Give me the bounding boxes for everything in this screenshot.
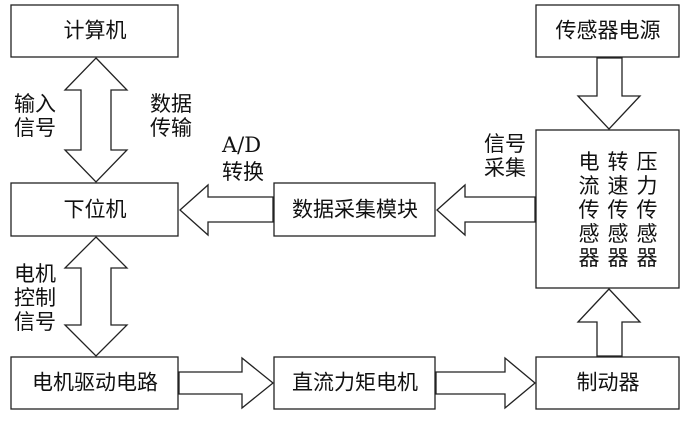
acquisition-module-box: [273, 182, 436, 237]
ad-label-line2: 转换: [222, 160, 264, 184]
acquisition-module-label: 数据采集模块: [292, 197, 418, 222]
motor-to-brake-arrow: [435, 356, 537, 410]
data-transfer-label: 数据 传输: [150, 92, 192, 140]
data-transfer-arrow: [63, 57, 129, 183]
ad-label-line1: A/D: [222, 133, 262, 157]
brake-to-sensors-arrow: [576, 288, 642, 357]
current-sensor-label: 电流传感器: [578, 150, 600, 270]
driver-to-motor-arrow: [178, 356, 275, 410]
computer-label: 计算机: [63, 18, 127, 43]
lower-machine-label: 下位机: [63, 197, 127, 222]
pressure-sensor-label: 压力传感器: [636, 150, 658, 270]
input-signal-label: 输入 信号: [14, 92, 56, 140]
ad-conversion-arrow: [179, 183, 274, 237]
sensor-power-box: [535, 4, 680, 58]
speed-sensor-label: 转速传感器: [607, 150, 629, 270]
lower-machine-box: [10, 182, 179, 237]
dc-torque-motor-label: 直流力矩电机: [292, 370, 418, 395]
dc-torque-motor-box: [273, 356, 436, 410]
signal-acquisition-label: 信号 采集: [484, 132, 526, 180]
sensor-power-label: 传感器电源: [555, 18, 661, 43]
signal-acquisition-arrow: [436, 183, 536, 237]
computer-box: [10, 4, 179, 58]
motor-driver-label: 电机驱动电路: [32, 370, 158, 395]
brake-label: 制动器: [576, 370, 640, 395]
sensor-power-arrow: [576, 57, 642, 130]
sensors-box: [535, 129, 680, 289]
motor-control-arrow: [63, 236, 129, 357]
motor-control-signal-label: 电机 控制 信号: [14, 262, 56, 334]
motor-driver-box: [10, 356, 179, 410]
